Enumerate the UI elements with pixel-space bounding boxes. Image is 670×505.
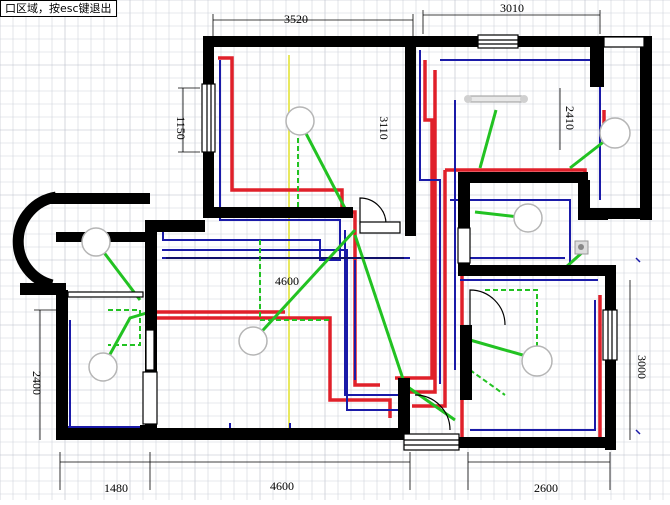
doors <box>359 197 506 431</box>
dim-top-left: 3520 <box>284 12 308 26</box>
ceiling-lamps <box>81 106 631 382</box>
walls <box>20 36 652 450</box>
dim-right-room: 2410 <box>563 106 577 130</box>
dimension-lines <box>34 10 631 490</box>
windows <box>67 34 645 451</box>
socket-markers <box>635 257 641 435</box>
arched-bay-wall <box>12 191 150 291</box>
exhaust-fan-icon <box>574 240 589 255</box>
dim-room-height: 3110 <box>377 116 391 140</box>
dim-living-width: 4600 <box>275 274 299 288</box>
dim-bottom-left: 1480 <box>104 481 128 495</box>
esc-tooltip: 口区域，按esc键退出 <box>0 0 117 17</box>
dim-right-lower: 3000 <box>635 355 649 379</box>
dim-top-right: 3010 <box>500 1 524 15</box>
dim-left-room-height: 2400 <box>30 371 44 395</box>
dim-left-window: 1150 <box>174 116 188 140</box>
dimension-labels: 3520 3010 1150 3110 2410 4600 2400 3000 … <box>30 1 649 495</box>
dim-bottom-mid: 4600 <box>270 479 294 493</box>
dim-bottom-right: 2600 <box>534 481 558 495</box>
wall-light-fixture <box>464 95 528 103</box>
